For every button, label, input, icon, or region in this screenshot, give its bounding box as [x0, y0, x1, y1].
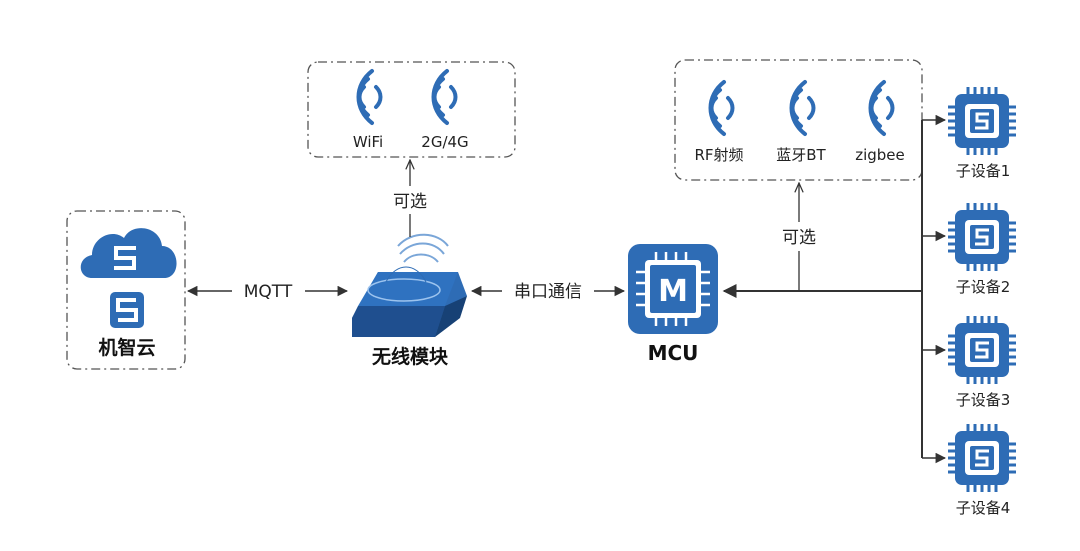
gizwits-logo-icon — [110, 292, 144, 328]
module-label: 无线模块 — [372, 345, 449, 368]
cellular-signal-icon — [431, 69, 458, 125]
cloud-label: 机智云 — [98, 336, 155, 359]
option-rf: RF射频 — [694, 146, 743, 164]
wifi-signal-icon — [356, 69, 383, 125]
sub-device-1-chip-icon — [946, 85, 1018, 157]
bluetooth-signal-icon — [789, 80, 816, 136]
mcu-chip-letter: M — [658, 274, 688, 309]
router-icon — [352, 233, 467, 337]
mcu-label: MCU — [648, 341, 699, 365]
cloud-icon — [80, 228, 177, 278]
serial-label: 串口通信 — [514, 282, 582, 302]
rf-signal-icon — [708, 80, 735, 136]
zigbee-signal-icon — [868, 80, 895, 136]
sub-device-2-label: 子设备2 — [956, 278, 1011, 296]
mqtt-label: MQTT — [244, 282, 293, 302]
option-zigbee: zigbee — [855, 146, 905, 164]
sub-device-4-chip-icon — [946, 422, 1018, 494]
sub-device-3-chip-icon — [946, 314, 1018, 386]
sub-device-1-label: 子设备1 — [956, 162, 1011, 180]
option-bt: 蓝牙BT — [776, 146, 826, 164]
sub-device-4-label: 子设备4 — [956, 499, 1011, 517]
sub-device-2-chip-icon — [946, 201, 1018, 273]
option-wifi: WiFi — [353, 133, 383, 151]
mcu-chip-icon: M — [628, 244, 718, 334]
module-optional-label: 可选 — [393, 192, 427, 212]
module-options-box — [307, 61, 516, 158]
sub-device-3-label: 子设备3 — [956, 391, 1011, 409]
mcu-optional-label: 可选 — [782, 228, 816, 248]
option-2g4g: 2G/4G — [421, 133, 468, 151]
